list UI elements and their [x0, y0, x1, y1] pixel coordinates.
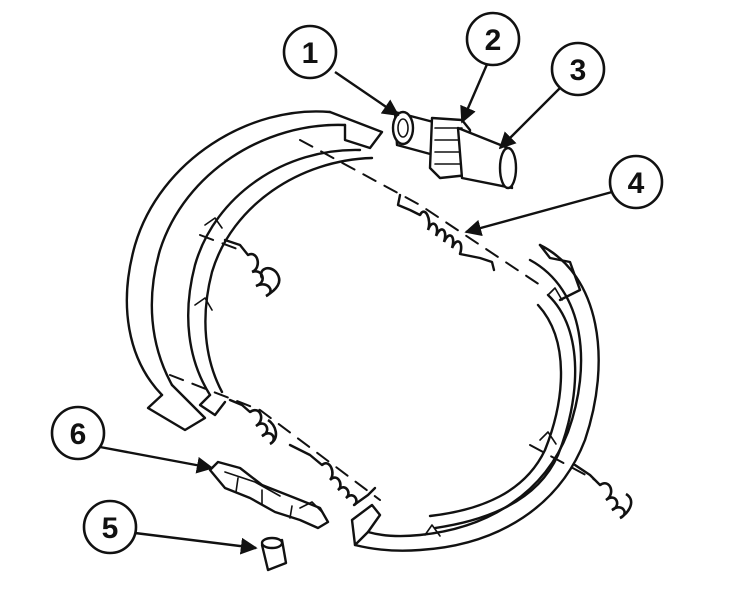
parking-brake-lever [208, 460, 330, 530]
callout-3: 3 [550, 41, 606, 97]
leader-4 [464, 190, 613, 237]
callout-2: 2 [465, 11, 521, 67]
adjuster-nut [260, 536, 288, 572]
callout-6: 6 [50, 405, 106, 461]
leader-1 [334, 71, 400, 116]
upper-return-spring [396, 193, 496, 272]
leader-3 [498, 87, 561, 150]
callout-1-label: 1 [302, 37, 319, 70]
leader-2 [460, 61, 490, 124]
alignment-lines [169, 139, 596, 501]
callout-3-label: 3 [570, 54, 587, 87]
adjuster-sleeve [456, 126, 514, 190]
right-brake-shoe [350, 243, 600, 552]
left-hold-down-spring-upper [223, 238, 281, 298]
leader-lines [99, 61, 613, 555]
lower-return-spring [288, 443, 377, 507]
right-hold-down-spring [573, 463, 633, 520]
callout-1: 1 [282, 24, 338, 80]
leader-5 [134, 531, 258, 555]
callout-2-label: 2 [485, 24, 502, 57]
adjuster-socket-end [391, 110, 415, 146]
callout-4-label: 4 [628, 167, 645, 200]
callout-5-label: 5 [102, 512, 119, 545]
left-brake-shoe [125, 110, 384, 432]
adjuster-assembly [391, 110, 518, 190]
callout-5: 5 [82, 499, 138, 555]
leader-6 [99, 445, 214, 474]
callout-4: 4 [608, 154, 664, 210]
callout-6-label: 6 [70, 418, 87, 451]
left-hold-down-spring-lower [228, 398, 278, 446]
